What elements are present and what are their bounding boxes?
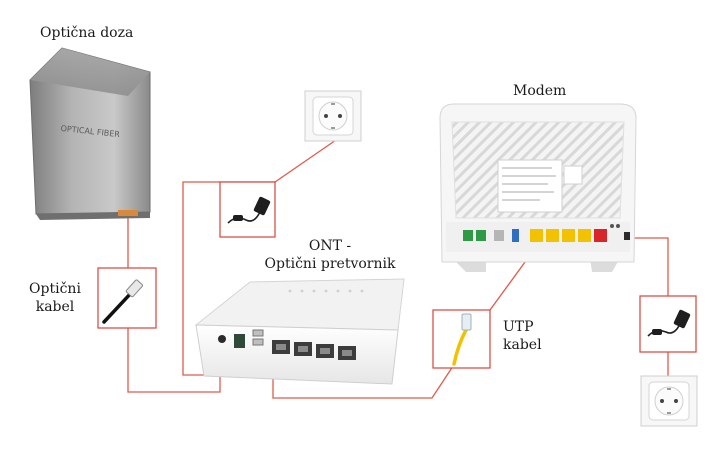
label-opticna-doza: Optična doza [40,25,134,41]
utp-cable-callout [432,309,491,369]
modem-power-line [630,237,669,296]
label-opticni-kabel-line2: kabel [35,299,75,315]
ont-power-adapter-callout [219,181,276,238]
wall-socket-top [304,90,362,142]
optical-cable-callout [97,267,157,329]
modem-power-adapter-callout [639,295,697,353]
label-modem: Modem [513,83,567,99]
wall-socket-bottom [640,375,698,427]
label-ont-line1: ONT - [308,238,352,254]
modem-device [439,103,637,272]
label-utp-kabel-line1: UTP [503,319,534,335]
label-ont-line2: Optični pretvornik [264,256,396,272]
optical-fiber-box: OPTICAL FIBER [29,47,151,220]
label-utp-kabel: UTP kabel [503,318,542,354]
label-opticni-kabel-line1: Optični [29,281,81,297]
utp-cable-wire [452,328,468,366]
label-ont: ONT - Optični pretvornik [255,237,405,273]
label-opticni-kabel: Optični kabel [25,280,85,316]
ont-device [194,278,405,385]
label-utp-kabel-line2: kabel [503,337,542,353]
